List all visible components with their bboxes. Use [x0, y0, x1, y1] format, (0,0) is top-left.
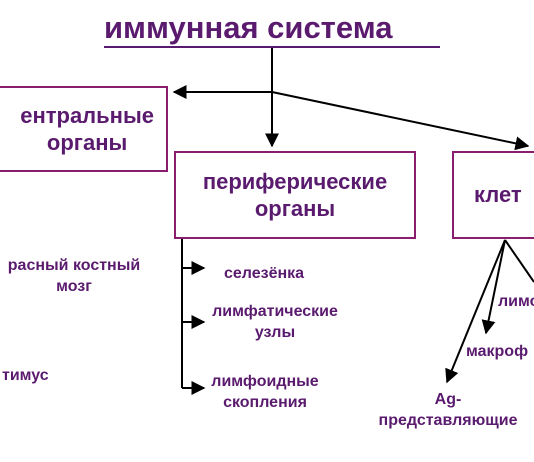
arrow-to-macrophages: [481, 239, 506, 335]
lymph-nodes-label: лимфатические узлы: [212, 303, 338, 341]
cells-box: клет: [452, 151, 534, 239]
spleen-label: селезёнка: [224, 265, 305, 282]
ag-presenting-label: Ag- представляющие: [378, 391, 518, 429]
central-organs-box: ентральные органы: [0, 86, 168, 172]
central-organs-label: ентральные органы: [20, 102, 154, 156]
title-underline: [104, 46, 440, 48]
arrow-to-ag-presenting: [445, 239, 506, 384]
peripheral-organs-box: периферические органы: [174, 151, 416, 239]
lymphoid-clusters-label: лимфоидные скопления: [211, 373, 319, 411]
cells-label: клет: [474, 182, 522, 208]
macrophages-label: макроф: [466, 343, 529, 360]
peripheral-organs-label: периферические органы: [202, 168, 388, 222]
bone-marrow-label: расный костный мозг: [7, 257, 141, 295]
diagram-title: иммунная система: [104, 10, 393, 45]
arrow-to-lymphocytes: [504, 239, 534, 283]
lymphocytes-label: лимо: [498, 293, 534, 310]
thymus-label: тимус: [2, 367, 49, 384]
arrow-to-cells: [271, 91, 530, 151]
